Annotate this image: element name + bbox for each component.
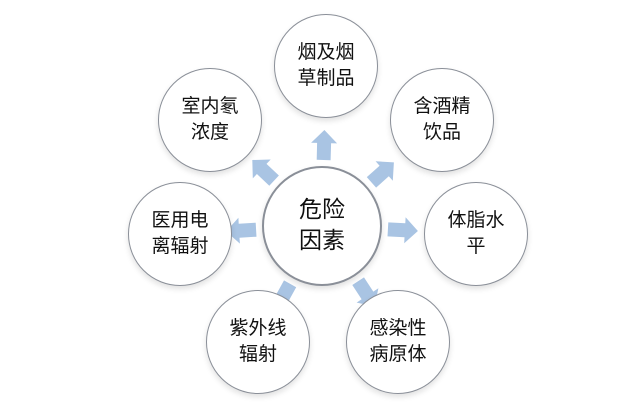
node-radon: 室内氡 浓度 — [158, 68, 262, 172]
node-tobacco-line1: 烟及烟 — [297, 41, 355, 64]
node-pathogens-line2: 病原体 — [369, 343, 427, 365]
node-uv-radiation: 紫外线 辐射 — [206, 290, 310, 394]
node-uv-radiation-line1: 紫外线 — [229, 317, 287, 340]
node-medical-radiation-line2: 离辐射 — [151, 235, 209, 257]
center-node-line1: 危险 — [299, 196, 345, 223]
node-pathogens: 感染性 病原体 — [346, 290, 450, 394]
node-alcohol-line2: 饮品 — [422, 121, 461, 143]
node-body-fat: 体脂水 平 — [424, 182, 528, 286]
arrow-to-tobacco — [311, 130, 338, 161]
node-pathogens-line1: 感染性 — [369, 317, 427, 340]
center-node-risk-factors: 危险 因素 — [262, 166, 382, 286]
arrow-to-radon — [252, 159, 279, 186]
node-alcohol: 含酒精 饮品 — [390, 68, 494, 172]
node-radon-line1: 室内氡 — [181, 95, 239, 118]
node-medical-radiation: 医用电 离辐射 — [128, 182, 232, 286]
node-body-fat-line2: 平 — [466, 235, 486, 257]
arrow-to-body-fat — [387, 217, 418, 244]
node-tobacco: 烟及烟 草制品 — [274, 14, 378, 118]
node-tobacco-line2: 草制品 — [297, 67, 355, 89]
node-uv-radiation-line2: 辐射 — [238, 343, 277, 365]
node-radon-line2: 浓度 — [190, 121, 229, 143]
node-alcohol-line1: 含酒精 — [413, 95, 471, 118]
arrow-to-medical-radiation — [226, 217, 257, 244]
node-medical-radiation-line1: 医用电 — [151, 209, 209, 232]
center-node-line2: 因素 — [299, 228, 345, 254]
node-body-fat-line1: 体脂水 — [447, 209, 505, 232]
arrow-to-alcohol — [366, 161, 394, 188]
